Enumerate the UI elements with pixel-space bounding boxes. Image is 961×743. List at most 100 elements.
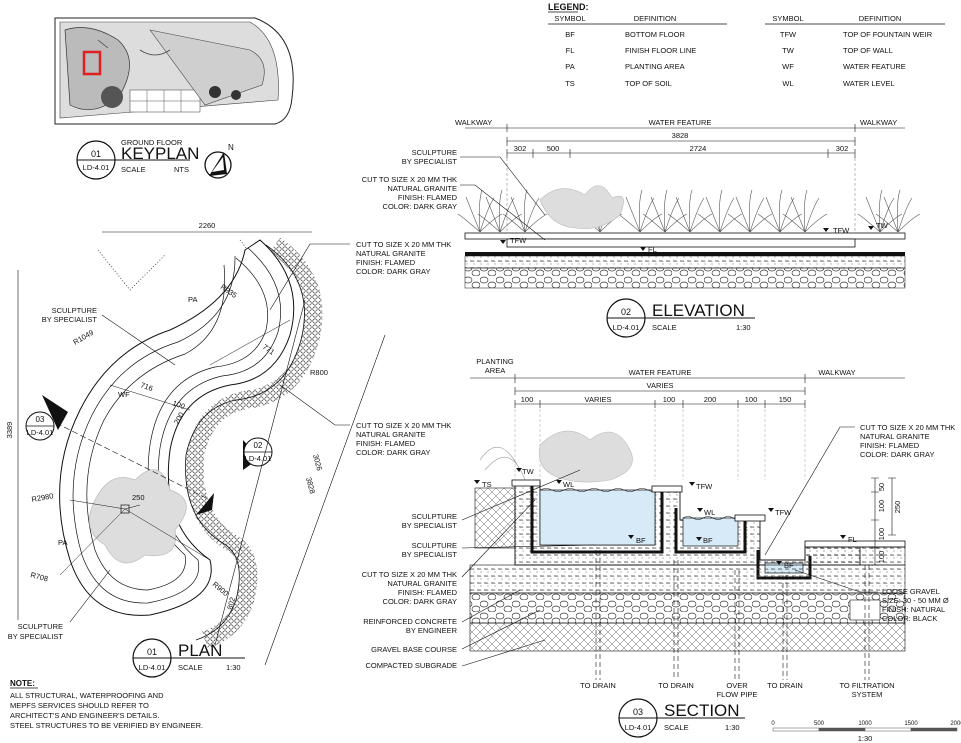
svg-text:AREA: AREA [485, 366, 505, 375]
legend-definition: BOTTOM FLOOR [625, 30, 685, 39]
scale-bar: 0500100015002000 1:30 [771, 721, 961, 743]
svg-text:03: 03 [633, 707, 643, 717]
scale-tick-label: 2000 [950, 721, 961, 727]
svg-text:TS: TS [482, 480, 492, 489]
plan-drawing: 2260 3389 03 LD-4.01 02 L [5, 221, 451, 666]
legend-symbol: WF [782, 62, 794, 71]
svg-text:TO DRAIN: TO DRAIN [658, 681, 694, 690]
svg-text:WALKWAY: WALKWAY [818, 368, 855, 377]
svg-text:R1049: R1049 [72, 328, 96, 347]
svg-text:DEFINITION: DEFINITION [634, 14, 677, 23]
svg-text:SCULPTURE: SCULPTURE [52, 306, 97, 315]
svg-text:WALKWAY: WALKWAY [455, 118, 492, 127]
svg-text:LD-4.01: LD-4.01 [139, 663, 166, 672]
svg-text:R708: R708 [29, 570, 49, 583]
svg-text:FINISH: FLAMED: FINISH: FLAMED [398, 588, 458, 597]
legend-definition: PLANTING AREA [625, 62, 685, 71]
svg-text:R800: R800 [310, 368, 328, 377]
scale-tick-label: 1500 [904, 721, 918, 727]
svg-text:1:30: 1:30 [226, 663, 241, 672]
svg-text:N: N [228, 143, 234, 152]
keyplan-title-block: 01 LD-4.01 GROUND FLOOR KEYPLAN SCALE NT… [76, 138, 234, 180]
svg-text:PA: PA [58, 538, 67, 547]
plant-mark [875, 189, 921, 233]
plan-title-block: 01 LD-4.01 PLAN SCALE 1:30 [132, 638, 245, 678]
plant-mark [857, 189, 903, 233]
plant-mark [782, 189, 828, 233]
plan-title: PLAN [178, 641, 222, 660]
keyplan-scale-label: SCALE [121, 165, 146, 174]
svg-text:FINISH: FLAMED: FINISH: FLAMED [398, 193, 458, 202]
svg-text:BY ENGINEER: BY ENGINEER [406, 626, 458, 635]
svg-text:BY SPECIALIST: BY SPECIALIST [402, 550, 458, 559]
plant-mark [667, 189, 713, 233]
svg-text:TFW: TFW [775, 508, 792, 517]
legend-symbol: FL [566, 46, 575, 55]
svg-text:COLOR: BLACK: COLOR: BLACK [882, 614, 937, 623]
keyplan-caption: GROUND FLOOR [121, 138, 183, 147]
svg-text:BF: BF [636, 536, 646, 545]
legend-symbol: TFW [780, 30, 797, 39]
svg-text:NATURAL GRANITE: NATURAL GRANITE [356, 430, 426, 439]
svg-text:250: 250 [893, 501, 902, 514]
svg-text:SCULPTURE: SCULPTURE [412, 541, 457, 550]
svg-text:TW: TW [522, 467, 535, 476]
svg-text:WATER FEATURE: WATER FEATURE [649, 118, 712, 127]
svg-text:BY SPECIALIST: BY SPECIALIST [42, 315, 98, 324]
svg-text:02: 02 [254, 441, 263, 450]
svg-text:FINISH: FLAMED: FINISH: FLAMED [356, 439, 416, 448]
plant-mark [642, 189, 688, 233]
elevation-title-block: 02 LD-4.01 ELEVATION SCALE 1:30 [606, 298, 755, 338]
legend-symbol: TW [782, 46, 795, 55]
svg-text:COLOR: DARK GRAY: COLOR: DARK GRAY [383, 202, 457, 211]
svg-text:PLANTING: PLANTING [476, 357, 514, 366]
svg-text:2260: 2260 [199, 221, 216, 230]
svg-text:1:30: 1:30 [736, 323, 751, 332]
svg-text:FL: FL [648, 245, 657, 254]
svg-text:NOTE:: NOTE: [10, 679, 35, 688]
svg-text:CUT TO SIZE X 20 MM THK: CUT TO SIZE X 20 MM THK [362, 570, 457, 579]
svg-text:TO DRAIN: TO DRAIN [767, 681, 803, 690]
svg-text:302: 302 [514, 144, 527, 153]
svg-text:LD-4.01: LD-4.01 [27, 428, 54, 437]
svg-text:SYMBOL: SYMBOL [554, 14, 585, 23]
plant-mark [617, 189, 663, 233]
svg-text:2724: 2724 [690, 144, 707, 153]
svg-text:PA: PA [188, 295, 197, 304]
svg-text:R2980: R2980 [31, 491, 54, 504]
svg-text:CUT TO SIZE X 20 MM THK: CUT TO SIZE X 20 MM THK [860, 423, 955, 432]
legend-title: LEGEND: [548, 2, 589, 12]
svg-text:ALL STRUCTURAL, WATERPROOFING: ALL STRUCTURAL, WATERPROOFING AND [10, 691, 164, 700]
keyplan-number: 01 [91, 149, 101, 159]
legend-symbol: TS [565, 79, 575, 88]
svg-text:150: 150 [779, 395, 792, 404]
scale-tick-label: 500 [814, 721, 825, 727]
svg-text:100: 100 [877, 551, 886, 564]
svg-text:SCULPTURE: SCULPTURE [412, 512, 457, 521]
svg-text:MEPFS SERVICES SHOULD REFER TO: MEPFS SERVICES SHOULD REFER TO [10, 701, 149, 710]
svg-text:3828: 3828 [672, 131, 689, 140]
keyplan-highlight [82, 50, 102, 76]
svg-text:FINISH: FLAMED: FINISH: FLAMED [356, 258, 416, 267]
section-drawing: PLANTING AREA WATER FEATURE WALKWAY VARI… [362, 357, 956, 699]
svg-text:TO DRAIN: TO DRAIN [580, 681, 616, 690]
svg-text:SIZE: 30 - 50 MM Ø: SIZE: 30 - 50 MM Ø [882, 596, 949, 605]
svg-text:COMPACTED SUBGRADE: COMPACTED SUBGRADE [365, 661, 457, 670]
elevation-title: ELEVATION [652, 301, 745, 320]
svg-text:NATURAL GRANITE: NATURAL GRANITE [356, 249, 426, 258]
plant-mark [727, 189, 773, 233]
svg-text:WL: WL [563, 480, 574, 489]
legend-definition: WATER LEVEL [843, 79, 895, 88]
svg-text:SYMBOL: SYMBOL [772, 14, 803, 23]
svg-text:TW: TW [876, 221, 889, 230]
svg-text:BF: BF [784, 561, 794, 570]
svg-text:SCULPTURE: SCULPTURE [18, 622, 63, 631]
svg-text:3026: 3026 [311, 453, 324, 471]
legend-symbol: BF [565, 30, 575, 39]
elevation-drawing: WALKWAY WATER FEATURE WALKWAY 3828 302 5… [362, 118, 921, 289]
svg-text:BY SPECIALIST: BY SPECIALIST [8, 632, 64, 641]
svg-text:COLOR: DARK GRAY: COLOR: DARK GRAY [356, 448, 430, 457]
plant-mark [502, 189, 548, 233]
